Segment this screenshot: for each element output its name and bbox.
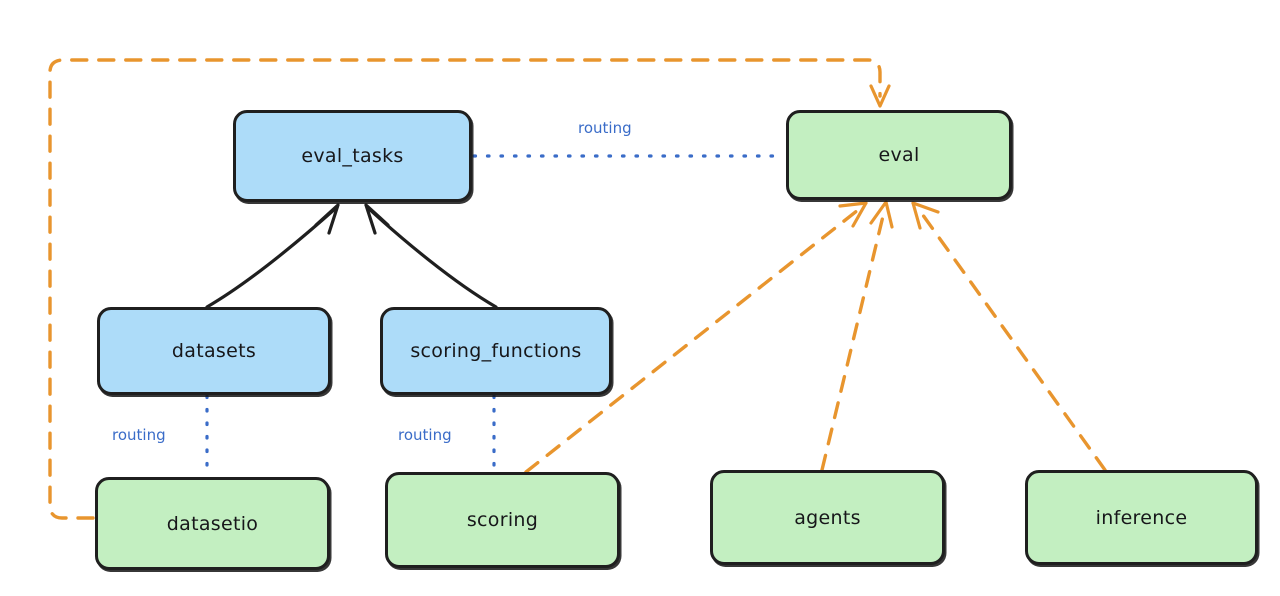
node-scoring-functions[interactable]: scoring_functions xyxy=(380,307,612,395)
node-label-inference: inference xyxy=(1095,506,1188,529)
edge-label-routing-datasets-datasetio: routing xyxy=(112,426,166,444)
node-datasetio[interactable]: datasetio xyxy=(95,477,330,570)
node-label-datasetio: datasetio xyxy=(166,512,259,535)
edge-agents-to-eval xyxy=(820,200,894,472)
node-label-eval-tasks: eval_tasks xyxy=(301,145,404,167)
node-eval[interactable]: eval xyxy=(786,110,1012,200)
edge-datasets-to-eval_tasks xyxy=(205,203,340,309)
node-agents[interactable]: agents xyxy=(710,470,945,565)
node-inference[interactable]: inference xyxy=(1025,470,1258,565)
node-eval-tasks[interactable]: eval_tasks xyxy=(233,110,472,202)
node-label-datasets: datasets xyxy=(171,340,257,362)
node-label-scoring-functions: scoring_functions xyxy=(410,340,582,362)
edge-label-routing-scoring-functions-scoring: routing xyxy=(398,426,452,444)
node-label-scoring: scoring xyxy=(466,509,539,531)
edge-label-routing-eval-tasks-eval: routing xyxy=(578,119,632,137)
node-label-eval: eval xyxy=(878,144,920,166)
node-label-agents: agents xyxy=(794,506,861,529)
edge-scoring_functions-to-eval_tasks xyxy=(364,203,498,309)
node-datasets[interactable]: datasets xyxy=(97,307,331,395)
edge-inference-to-eval xyxy=(911,201,1107,472)
node-scoring[interactable]: scoring xyxy=(385,472,620,568)
